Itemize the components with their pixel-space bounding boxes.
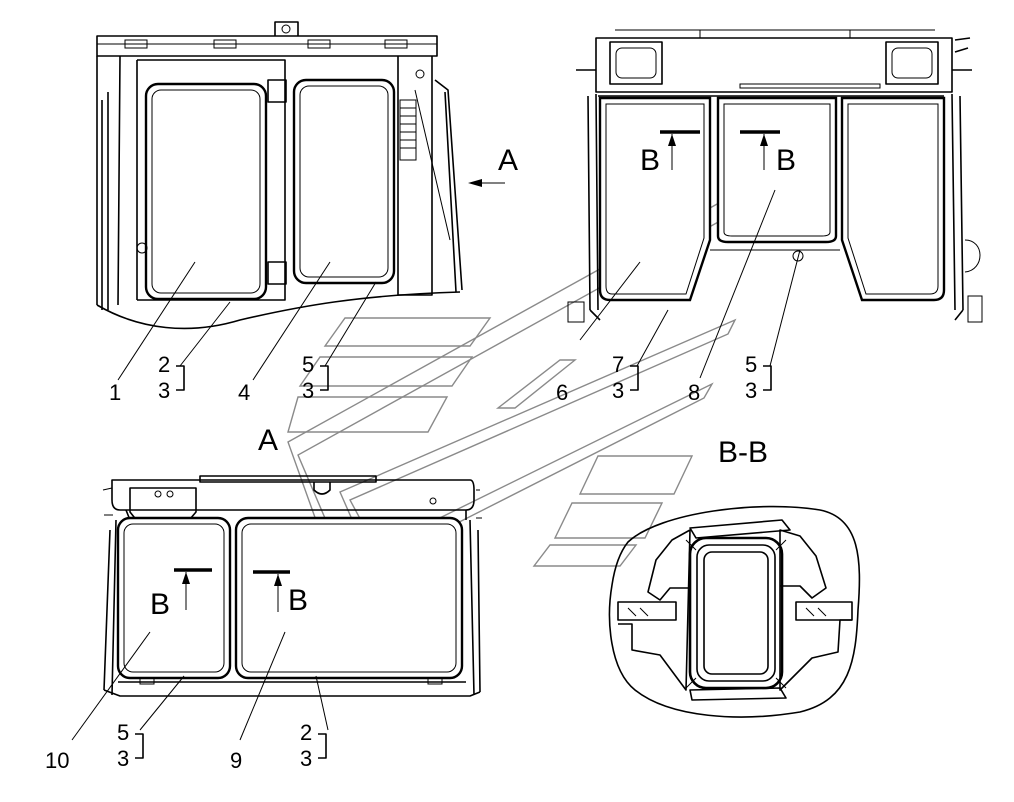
callout-4: 4 (238, 380, 250, 405)
callout-3c: 3 (612, 378, 624, 403)
callout-3e: 3 (117, 746, 129, 771)
section-mark-b-right: B (776, 144, 796, 177)
callout-3d: 3 (745, 378, 757, 403)
front-view (71, 475, 482, 741)
callout-5b: 5 (745, 352, 757, 377)
callout-2b: 2 (300, 720, 312, 745)
callout-1: 1 (109, 380, 121, 405)
bracket (630, 365, 639, 391)
callout-3f: 3 (300, 746, 312, 771)
rear-view (567, 29, 983, 379)
callout-8: 8 (688, 380, 700, 405)
callout-3b: 3 (302, 378, 314, 403)
callout-10: 10 (45, 748, 69, 773)
bracket (135, 733, 144, 759)
section-mark-b-left: B (640, 144, 660, 177)
section-detail (608, 505, 861, 718)
view-arrow-a: A (498, 144, 518, 177)
bracket (763, 365, 772, 391)
section-mark-b-left: B (150, 588, 170, 621)
callout-6: 6 (556, 380, 568, 405)
callout-7: 7 (612, 352, 624, 377)
bracket (176, 365, 185, 391)
callout-5: 5 (302, 352, 314, 377)
section-mark-b-right: B (288, 584, 308, 617)
callout-5c: 5 (117, 720, 129, 745)
callout-2: 2 (158, 352, 170, 377)
callout-9: 9 (230, 748, 242, 773)
bracket (320, 365, 329, 391)
callout-3: 3 (158, 378, 170, 403)
section-title-bb: B-B (718, 436, 768, 469)
view-title-a: A (258, 424, 278, 457)
side-view (96, 21, 505, 381)
bracket (318, 733, 327, 759)
